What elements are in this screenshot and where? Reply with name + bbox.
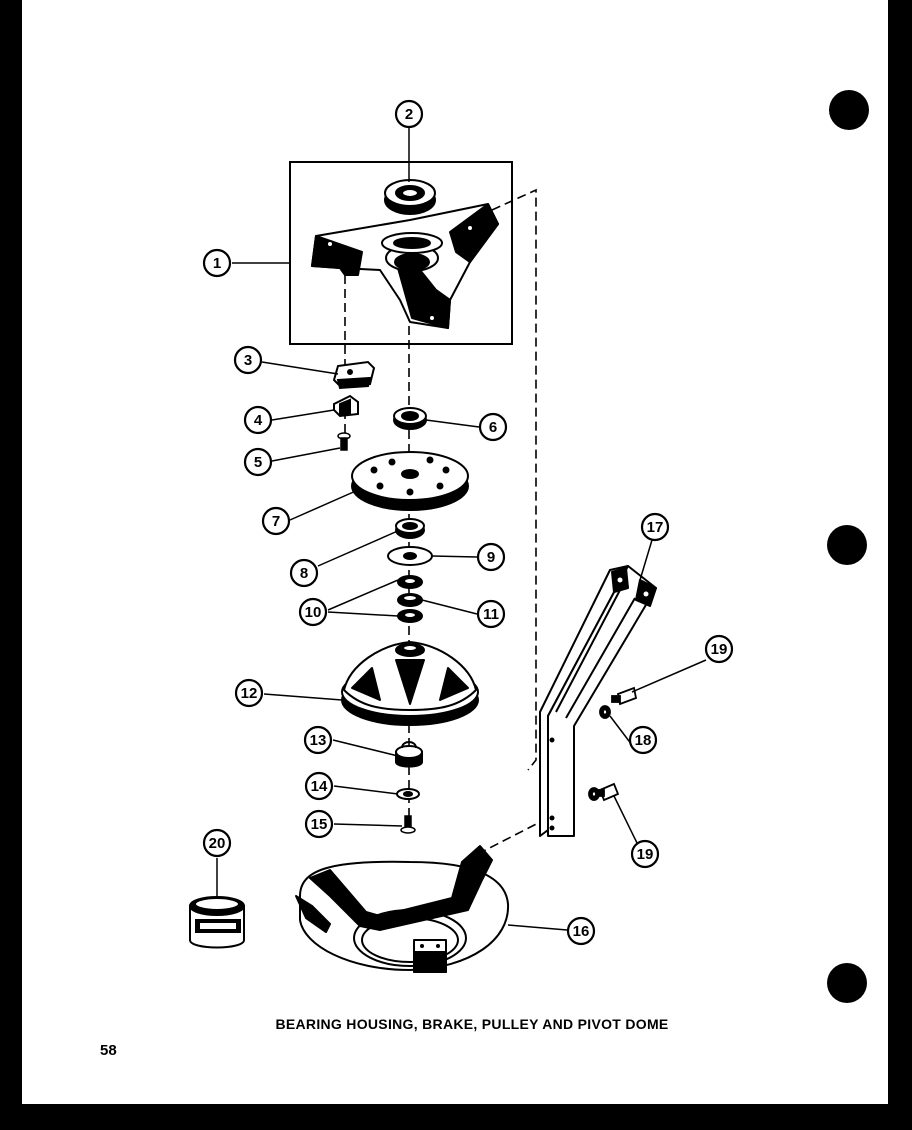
callout-label-19a: 19 [711, 641, 728, 658]
part-washer-large [387, 546, 433, 566]
part-bearing-housing [311, 203, 499, 329]
callout-label-18: 18 [635, 732, 652, 749]
part-pivot-screw [400, 815, 416, 834]
part-brake-bracket [332, 360, 376, 390]
callout-label-9: 9 [487, 549, 495, 566]
leader-lines [216, 128, 707, 931]
part-washer-small [396, 788, 420, 800]
callout-label-5: 5 [254, 454, 262, 471]
part-bearing [384, 179, 436, 215]
callout-label-13: 13 [310, 732, 327, 749]
part-clip [333, 394, 359, 418]
callout-label-11: 11 [483, 606, 499, 623]
part-brake-pulley [351, 451, 469, 511]
callout-label-6a: 6 [489, 419, 497, 436]
manual-page: 2 1 3 4 5 6 7 8 9 10 11 12 13 14 15 16 1… [22, 0, 888, 1104]
part-support-bracket [539, 565, 657, 837]
callout-label-15: 15 [311, 816, 328, 833]
part-pivot-dome [295, 845, 510, 973]
binder-holes [827, 90, 869, 1003]
part-screw [337, 432, 351, 451]
part-small-washers [397, 575, 423, 623]
callout-label-16: 16 [573, 923, 590, 940]
part-brake-housing [341, 641, 479, 726]
callout-label-20: 20 [209, 835, 226, 852]
part-seal-cup [395, 518, 425, 539]
part-grease-can [189, 896, 245, 949]
callout-labels: 2 1 3 4 5 6 7 8 9 10 11 12 13 14 15 16 1… [209, 106, 728, 940]
callout-label-10: 10 [305, 604, 322, 621]
exploded-parts-diagram: 2 1 3 4 5 6 7 8 9 10 11 12 13 14 15 16 1… [189, 90, 869, 1003]
callout-label-19b: 19 [637, 846, 654, 863]
diagram-caption: BEARING HOUSING, BRAKE, PULLEY AND PIVOT… [275, 1016, 669, 1032]
part-seal [393, 407, 427, 430]
callout-label-4: 4 [254, 412, 263, 429]
callout-label-12: 12 [241, 685, 258, 702]
callout-label-1: 1 [213, 255, 221, 272]
bearing-housing-group-box [289, 161, 513, 345]
callout-label-7: 7 [272, 513, 280, 530]
callout-label-17: 17 [647, 519, 664, 536]
callout-label-8: 8 [300, 565, 308, 582]
part-hub [395, 741, 423, 768]
callout-label-3: 3 [244, 352, 252, 369]
callout-circles [202, 99, 734, 946]
part-bolts-washers [588, 686, 638, 802]
page-number: 58 [100, 1042, 117, 1059]
callout-label-2: 2 [405, 106, 413, 123]
callout-label-14: 14 [311, 778, 328, 795]
